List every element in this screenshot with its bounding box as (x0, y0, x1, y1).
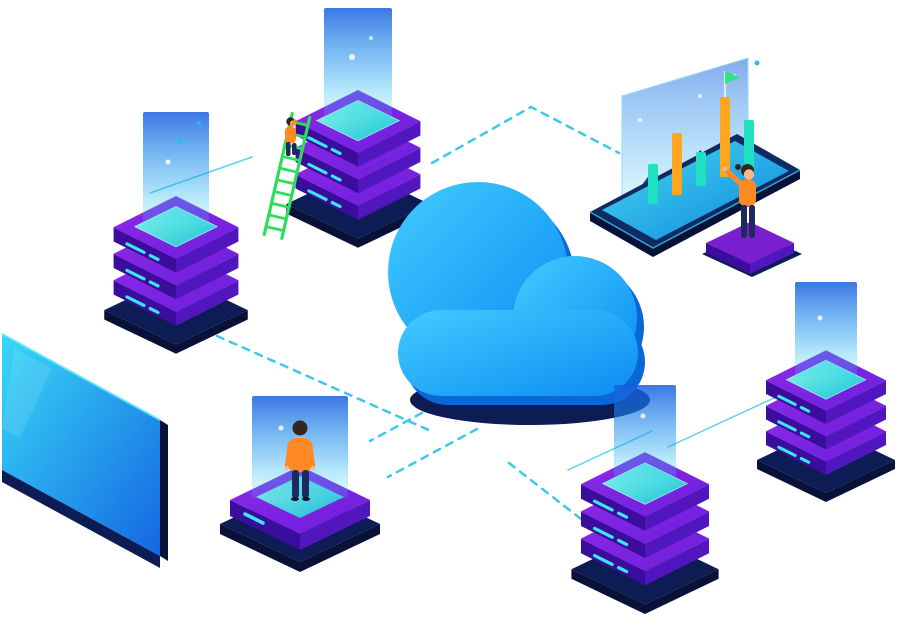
platform-base-side (300, 524, 380, 572)
server-group-right (755, 282, 897, 504)
platform-led-strip (243, 512, 265, 525)
light-beam (795, 282, 857, 379)
chart-bar (696, 152, 706, 186)
person-hand (284, 465, 290, 471)
person-leg (292, 470, 299, 498)
light-beam (614, 385, 676, 485)
dashed-connection-line (507, 461, 601, 535)
person-leg (302, 470, 309, 498)
tablet-dashboard-group (589, 57, 802, 277)
cloud-body (388, 182, 638, 396)
beam-dot (278, 425, 284, 431)
person-pointing-icon (722, 164, 756, 238)
platform-left-face (230, 500, 300, 550)
person-hair (735, 164, 741, 170)
decorative-dot (754, 60, 760, 66)
decorative-dot (197, 121, 201, 125)
monitor-reflection (2, 348, 52, 438)
beam-dot (369, 36, 373, 40)
mini-platform-side (750, 243, 794, 274)
platform-right-face (300, 500, 370, 550)
flat-monitor (1, 333, 168, 568)
person-leg (741, 205, 747, 238)
server-group-bottom-right (569, 385, 721, 616)
monitor-edge (160, 420, 168, 561)
person-foot (302, 497, 310, 501)
monitor-screen (2, 334, 160, 556)
decorative-dots (177, 121, 201, 144)
chart-bar (744, 120, 754, 168)
dashed-connection-line (430, 105, 621, 165)
person-torso (288, 438, 312, 472)
monitor-edge (2, 470, 160, 568)
connection-line (667, 397, 775, 448)
person-foot (291, 497, 299, 501)
beam-dot (817, 315, 823, 321)
person-leg (286, 142, 291, 156)
person-leg (292, 143, 297, 155)
tablet-chart-bars (648, 71, 754, 204)
platform-base-side (220, 524, 300, 572)
tablet-edge (590, 212, 653, 257)
tablet-edge (653, 170, 800, 257)
server-group-top-center (262, 8, 432, 250)
person-leg (749, 205, 755, 238)
panel-dot (698, 94, 702, 98)
person-hair (292, 420, 308, 436)
person-hand (310, 465, 316, 471)
dashed-connection-line (386, 427, 479, 479)
chart-bar (720, 97, 730, 177)
platform-bottom-center-group (220, 396, 380, 572)
decorative-dot (177, 138, 183, 144)
person-arm (723, 167, 748, 191)
beam-dot (165, 159, 171, 165)
mini-platform-side (706, 243, 750, 274)
dashed-connection-line (215, 334, 433, 433)
chart-bar (648, 164, 658, 204)
person-arms (284, 441, 316, 469)
beam-dot (349, 54, 355, 60)
cloud-base (398, 310, 638, 396)
cloud (388, 182, 650, 425)
tablet-screen (602, 141, 789, 240)
chart-bar (672, 133, 682, 195)
person-climbing-icon (285, 117, 297, 156)
person-arm (286, 119, 297, 133)
server-group-top-left (102, 112, 250, 356)
panel-dot (638, 118, 642, 122)
light-beam (143, 112, 209, 227)
beam-dot (640, 413, 646, 419)
light-beam (324, 8, 392, 121)
person-hand (722, 166, 728, 172)
person-standing-icon (284, 420, 316, 501)
person-face (743, 169, 755, 180)
monitor-top-glow (1, 333, 161, 421)
mini-platform-top (706, 222, 794, 264)
flag-icon (725, 71, 740, 84)
